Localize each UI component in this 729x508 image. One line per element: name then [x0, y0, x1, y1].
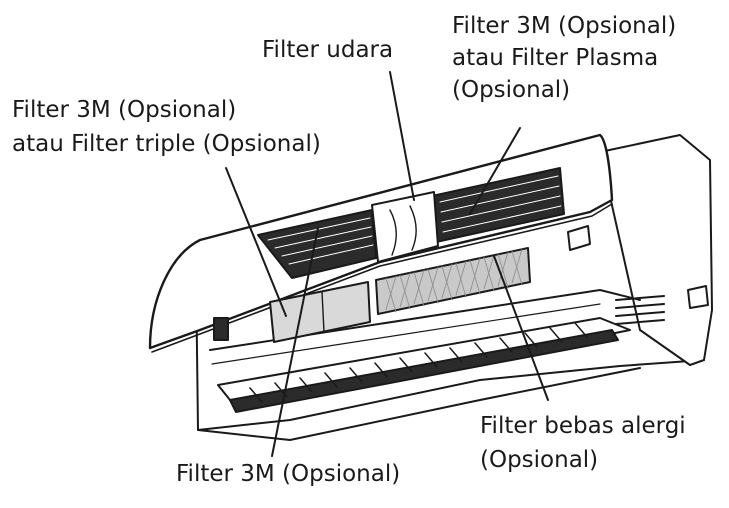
label-filter-bebas-alergi: Filter bebas alergi (Opsional) — [480, 413, 686, 473]
leader-filter-3m-plasma — [469, 127, 521, 215]
side-vent-lines — [615, 295, 665, 325]
lower-body-line — [209, 289, 641, 351]
leader-filter-bebas-alergi — [493, 255, 549, 401]
louver-vanes — [249, 322, 588, 403]
leader-filter-3m-triple — [225, 167, 287, 317]
grille-lines — [267, 175, 562, 265]
leader-filter-3m-bottom — [271, 227, 319, 457]
label-filter-3m-triple: Filter 3M (Opsional) atau Filter triple … — [12, 97, 321, 157]
leader-lines — [225, 71, 549, 457]
label-filter-3m-bottom: Filter 3M (Opsional) — [176, 461, 401, 487]
unit-side-panel — [599, 134, 713, 366]
panel-clip-left — [213, 317, 229, 341]
leader-filter-udara — [389, 71, 415, 201]
side-clip — [687, 285, 709, 309]
allergy-filter-mesh — [385, 248, 523, 313]
filter-3m-triple-panel — [269, 281, 371, 343]
left-intake-grille — [257, 209, 377, 279]
panel-clip-right — [567, 225, 591, 251]
label-filter-udara: Filter udara — [262, 37, 394, 63]
unit-bottom-edge — [197, 367, 641, 441]
label-filter-3m-plasma: Filter 3M (Opsional) atau Filter Plasma … — [452, 13, 677, 103]
front-panel-edge — [151, 203, 613, 353]
